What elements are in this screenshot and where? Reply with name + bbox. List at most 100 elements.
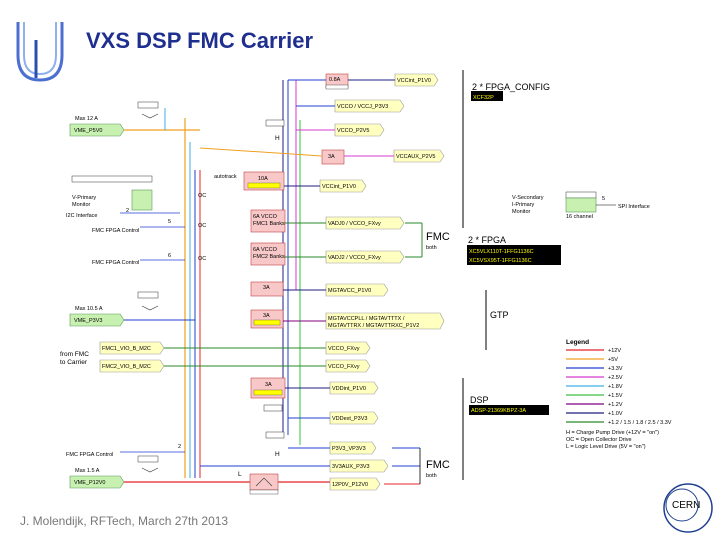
xc2-label: XC5VSX95T-1FFG1136C xyxy=(469,258,532,264)
vcco-fmc2-box xyxy=(250,242,286,266)
cern-logo: CERN xyxy=(663,483,713,533)
both-label-bottom: both xyxy=(426,473,437,479)
fmc1-vio-label: FMC1_VIO_B_M2C xyxy=(102,346,151,352)
legend-item-label: +2.5V xyxy=(608,375,623,381)
both-label-mid: both xyxy=(426,245,437,251)
vsecondary-label: V-Secondary xyxy=(512,195,544,201)
vme-p5v0-label: VME_P5V0 xyxy=(74,128,102,134)
legend-item-label: +5V xyxy=(608,357,618,363)
fpga-config-label: 2 * FPGA_CONFIG xyxy=(472,82,550,92)
two-label: 2 xyxy=(126,208,129,214)
max15-label: Max 1.5 A xyxy=(75,468,100,474)
fmc-label-bottom: FMC xyxy=(426,459,450,471)
legend-item-label: +1.8V xyxy=(608,384,623,390)
to-carrier-label: to Carrier xyxy=(60,359,88,366)
from-fmc-label: from FMC xyxy=(60,351,89,358)
legend-item-label: +1.5V xyxy=(608,393,623,399)
bottom-two-label: 2 xyxy=(178,444,181,450)
mgtavcc-label: MGTAVCC_P1V0 xyxy=(328,288,371,294)
fpga-parts-box xyxy=(467,245,561,265)
legend-item-label: +1.2 / 1.5 / 1.8 / 2.5 / 3.3V xyxy=(608,420,672,426)
monitor-chip xyxy=(131,189,153,211)
gtp-label: GTP xyxy=(490,310,509,320)
max10-label: Max 10.5 A xyxy=(75,306,103,312)
five-label: 5 xyxy=(168,219,171,225)
mid-block: autotrack 10A VCCint_P1V0 V-Primary Moni… xyxy=(66,171,650,266)
university-logo xyxy=(16,22,64,82)
cern-logo-text: CERN xyxy=(672,500,700,511)
fmc-ctrl-label-2: FMC FPGA Control xyxy=(92,260,139,266)
five2-label: 5 xyxy=(602,196,605,202)
p3v3aux-label: 3V3AUX_P3V3 xyxy=(332,464,370,470)
gtp-3a-label: 3A xyxy=(263,285,270,291)
mgtavccpll-label: MGTAVCCPLL / MGTAVTTTX / xyxy=(328,316,405,322)
h-switch-dsp: H xyxy=(275,451,280,458)
regulator-3a-top-label: 3A xyxy=(328,154,335,160)
regulator-10a-label: 10A xyxy=(258,176,268,182)
arrow-vccaux xyxy=(393,149,445,163)
gtp-3a-b-label: 3A xyxy=(263,313,270,319)
arrow-vcco-p3v3 xyxy=(334,99,405,113)
vcco-fmc2-label: 6A VCCO xyxy=(253,247,278,253)
vcco2-label: VCCO_FXvy xyxy=(328,364,360,370)
vme-p12v0-label: VME_P12V0 xyxy=(74,480,106,486)
oc-label-2: OC xyxy=(198,223,206,229)
i2c-label: I2C Interface xyxy=(66,213,98,219)
bottom-block: FMC FPGA Control 2 Max 1.5 A VME_P12V0 L… xyxy=(66,441,450,495)
max12-label: Max 12 A xyxy=(75,116,98,122)
legend-h-note: H = Charge Pump Drive (+12V = "on") xyxy=(566,430,659,436)
fmc1-bank-label: FMC1 Banks xyxy=(253,221,285,227)
autotrack-label: autotrack xyxy=(214,174,237,180)
vme-p5v0-input xyxy=(69,123,125,137)
xc1-label: XC5VLX110T-1FFG1136C xyxy=(469,249,534,255)
arrow-vccint-top xyxy=(394,73,439,87)
iprimary-label: I-Primary xyxy=(512,202,535,208)
mgtavtt-label: MGTAVTTRX / MGTAVTTRXC_P1V2 xyxy=(328,323,419,329)
legend-item-label: +3.3V xyxy=(608,366,623,372)
legend-l-note: L = Logic Level Drive (5V = "on") xyxy=(566,444,646,450)
vcco-fmc1-box xyxy=(250,209,286,233)
dsp-label: DSP xyxy=(470,395,489,405)
spi-label: SPI Interface xyxy=(618,204,650,210)
gtp-block: 3A MGTAVCC_P1V0 3A MGTAVCCPLL / MGTAVTTT… xyxy=(69,281,509,330)
legend-item-label: +1.2V xyxy=(608,402,623,408)
vcco-fmc1-label: 6A VCCO xyxy=(253,214,278,220)
dsp-3a-label: 3A xyxy=(265,382,272,388)
vprimary-label: V-Primary xyxy=(72,195,96,201)
power-rails xyxy=(184,70,487,480)
six-label: 6 xyxy=(168,253,171,259)
xcf32p-label: XCF32P xyxy=(473,95,494,101)
footer-credit: J. Molendijk, RFTech, March 27th 2013 xyxy=(20,514,229,528)
vcco-p3v3-label: VCCO / VCCJ_P3V3 xyxy=(337,104,388,110)
fmc2-vio-label: FMC2_VIO_B_M2C xyxy=(102,364,151,370)
fmc-input-block: from FMC to Carrier FMC1_VIO_B_M2C FMC2_… xyxy=(60,341,371,373)
vccaux-label: VCCAUX_P2V5 xyxy=(396,154,435,160)
monitor2-label: Monitor xyxy=(512,209,531,215)
dsp-block: 3A VDDint_P1V0 VDDext_P3V3 DSP ADSP-2136… xyxy=(250,377,549,458)
legend: Legend +12V +5V +3.3V +2.5V +1.8V +1.5V +1.2V +… xyxy=(566,339,672,450)
top-block: 0.8A VCCint_P1V0 VCCO / VCCJ_P3V3 VCCO_P… xyxy=(69,73,550,165)
legend-item-label: +1.0V xyxy=(608,411,623,417)
vme-p3v3-label: VME_P3V3 xyxy=(74,318,102,324)
l-switch-label: L xyxy=(238,471,242,478)
legend-title: Legend xyxy=(566,339,589,346)
regulator-0.8a-label: 0.8A xyxy=(329,77,341,83)
vccint-top-label: VCCint_P1V0 xyxy=(397,78,431,84)
legend-item-label: +12V xyxy=(608,348,621,354)
vadj0-label: VADJ0 / VCCO_FXvy xyxy=(328,221,381,227)
fmc2-bank-label: FMC2 Banks xyxy=(253,254,285,260)
oc-label-1: OC xyxy=(198,193,206,199)
h-switch-top: H xyxy=(275,135,280,142)
adsp-label: ADSP-21369KBPZ-3A xyxy=(471,408,526,414)
vadj2-label: VADJ2 / VCCO_FXvy xyxy=(328,255,381,261)
legend-oc-note: OC = Open Collector Drive xyxy=(566,437,632,443)
xcf32p-box xyxy=(471,91,503,101)
vcco-p2v5-label: VCCO_P2V5 xyxy=(337,128,369,134)
fpga2-label: 2 * FPGA xyxy=(468,235,506,245)
p3v3-label: P3V3_VP3V3 xyxy=(332,446,366,452)
arrow-vcco-p2v5 xyxy=(334,123,385,137)
page-title: VXS DSP FMC Carrier xyxy=(86,28,314,53)
bottom-fmc-ctrl-label: FMC FPGA Control xyxy=(66,452,113,458)
